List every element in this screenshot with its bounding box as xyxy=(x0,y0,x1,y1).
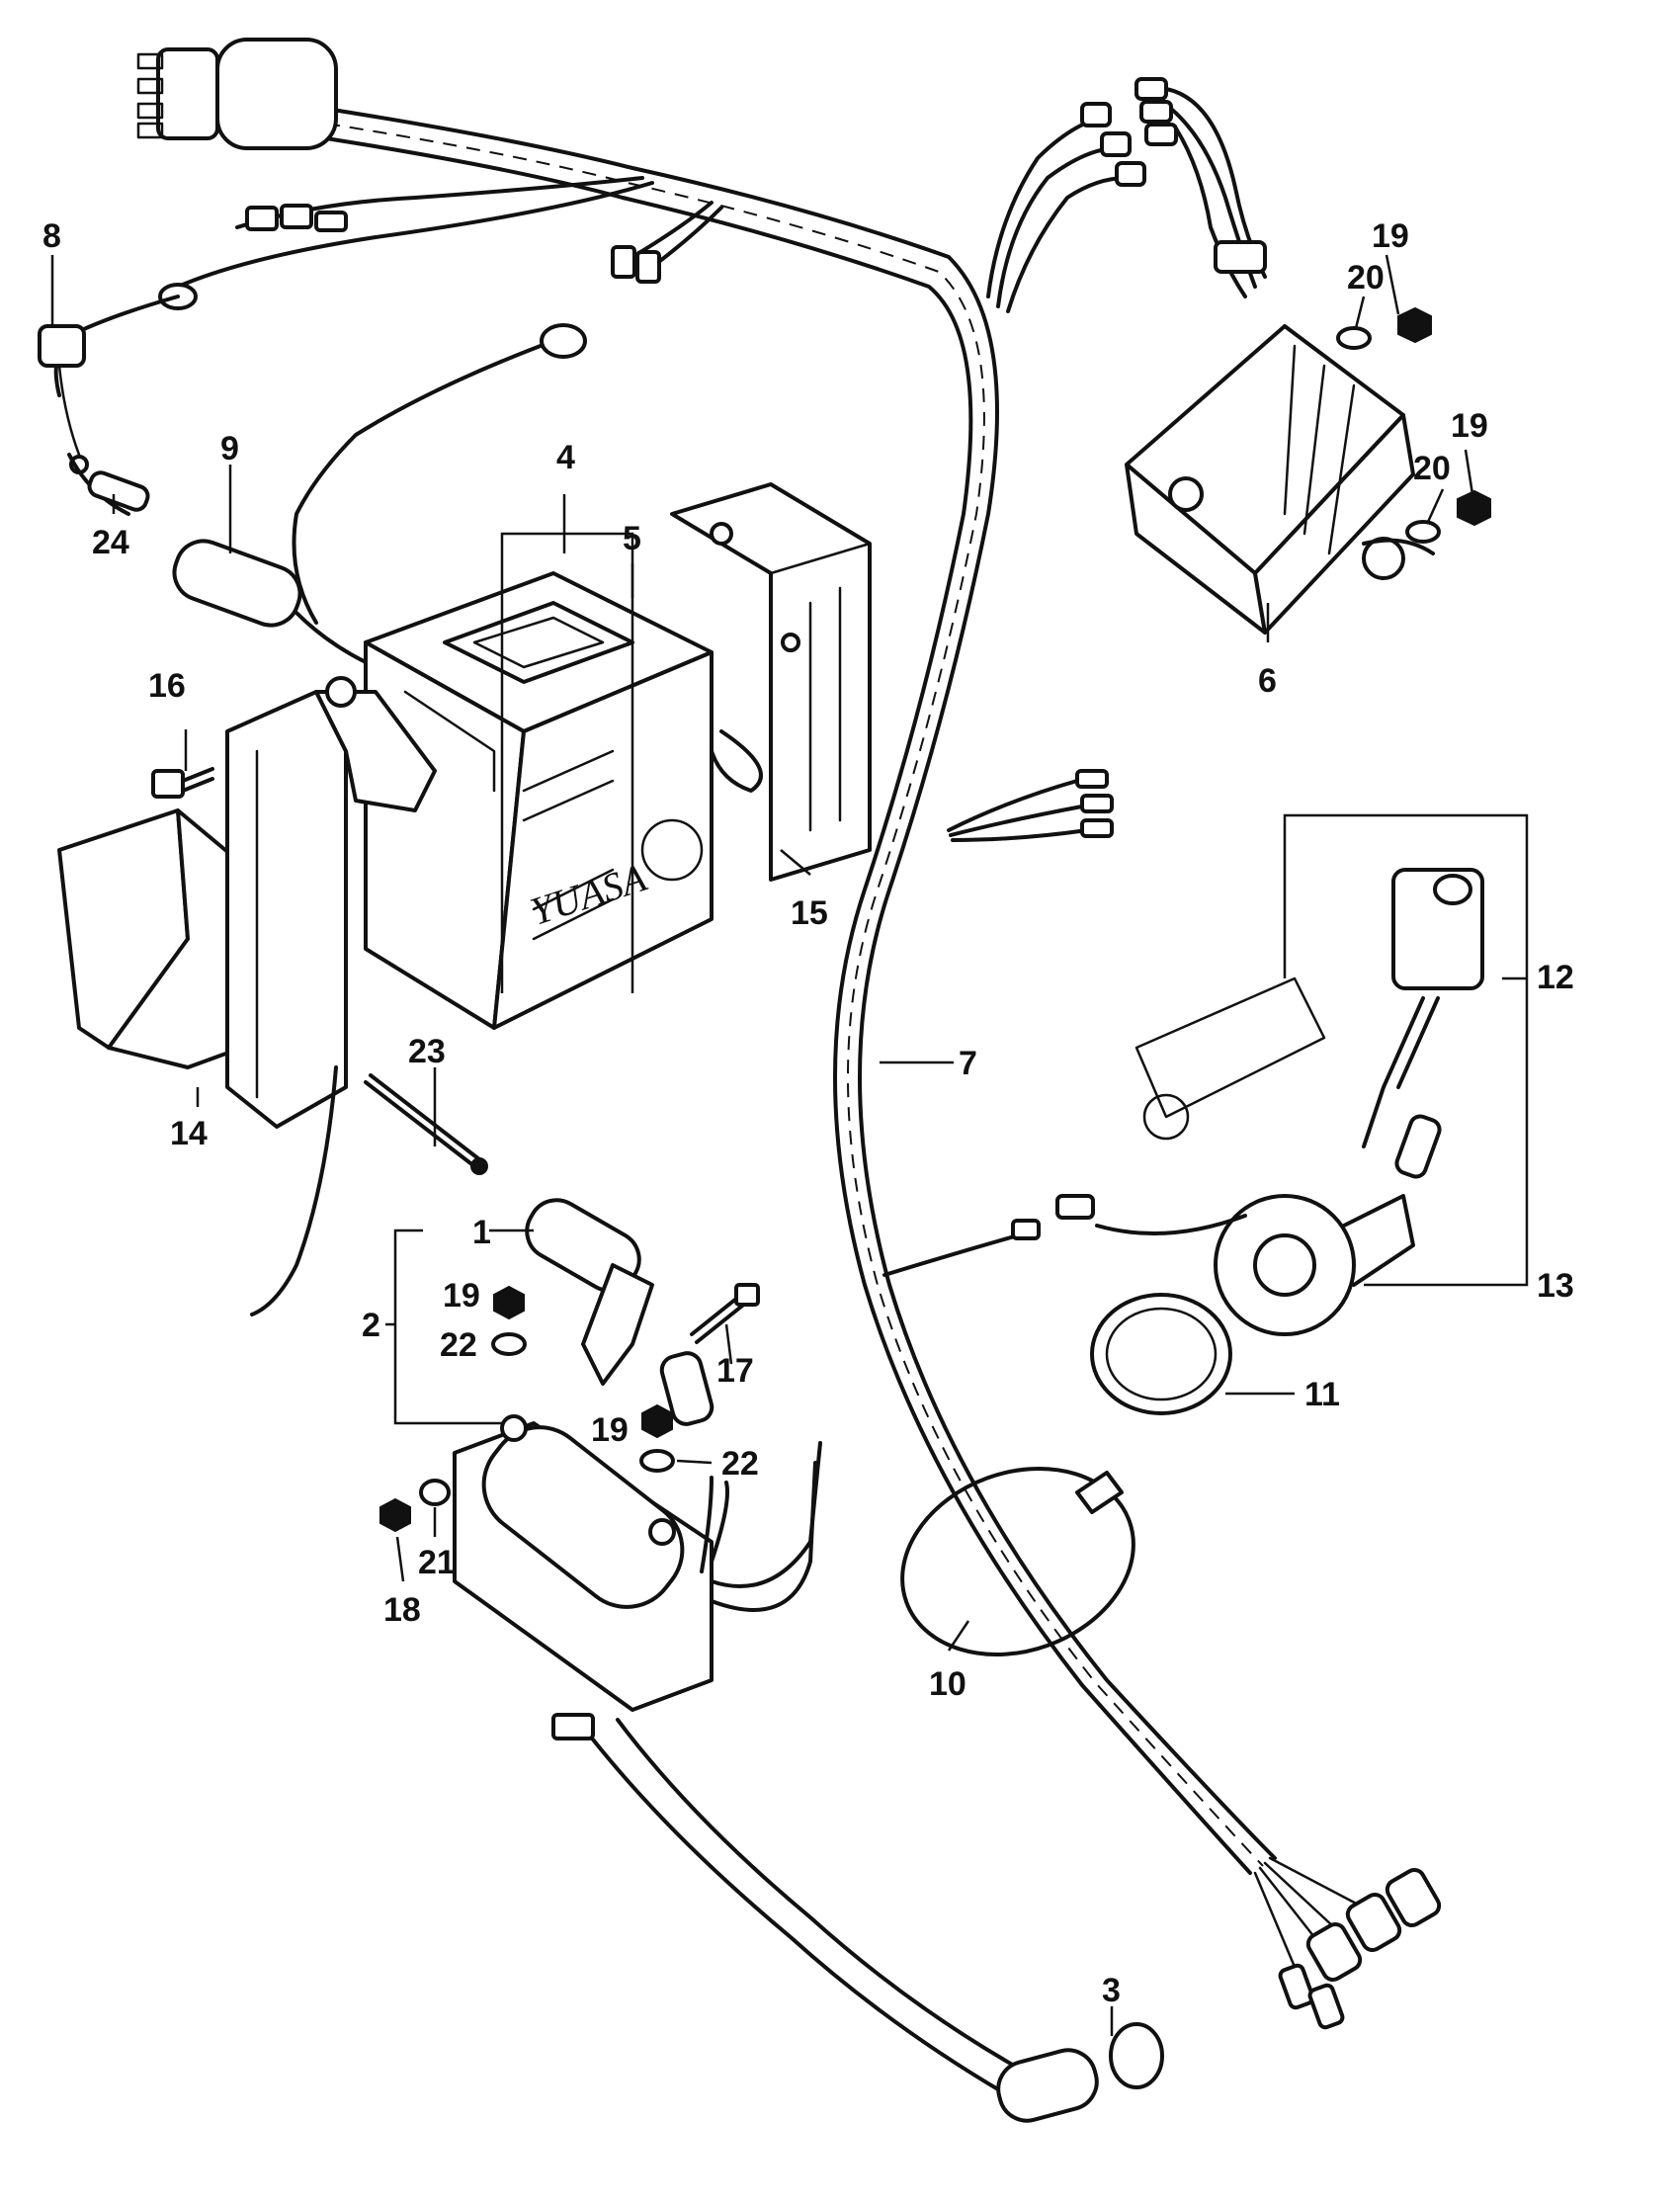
callout-9: 9 xyxy=(220,430,239,467)
battery-case xyxy=(57,676,437,1316)
nut-18 xyxy=(379,1497,411,1533)
bolt-16 xyxy=(151,767,214,799)
callout-14: 14 xyxy=(170,1115,208,1152)
bolt-17 xyxy=(690,1283,760,1344)
callout-21: 21 xyxy=(418,1544,456,1581)
callout-3: 3 xyxy=(1102,1972,1121,2009)
nut-19-coil-b xyxy=(641,1403,673,1439)
callout-labels: 1 2 3 4 5 6 7 8 9 10 11 12 13 14 15 16 1… xyxy=(42,217,1574,2009)
fuse xyxy=(87,470,150,512)
callout-19-reg-upper: 19 xyxy=(1372,217,1409,255)
callout-5: 5 xyxy=(623,520,641,557)
harness-band xyxy=(900,1466,1135,1657)
callout-8: 8 xyxy=(42,217,61,255)
callout-6: 6 xyxy=(1258,662,1277,700)
callout-4: 4 xyxy=(556,439,575,476)
callout-24: 24 xyxy=(92,524,129,561)
nut-19-coil-a xyxy=(493,1285,525,1320)
ignition-coil xyxy=(453,1198,822,1740)
tie-strap-23 xyxy=(364,1073,488,1175)
ignition-switch-assembly xyxy=(1095,868,1484,1336)
washer-21 xyxy=(419,1479,451,1506)
callout-7: 7 xyxy=(959,1045,977,1082)
leader-lines xyxy=(50,254,1529,2036)
switch-cover xyxy=(1090,1293,1232,1415)
battery-bracket xyxy=(670,482,872,882)
callout-17: 17 xyxy=(716,1352,754,1390)
callout-15: 15 xyxy=(791,894,828,932)
condenser xyxy=(172,539,368,664)
callout-22-coil-a: 22 xyxy=(440,1326,477,1364)
nut-19-upper xyxy=(1397,306,1432,344)
callout-19-reg-lower: 19 xyxy=(1451,407,1488,445)
washer-20-upper xyxy=(1336,326,1372,350)
callout-23: 23 xyxy=(408,1033,446,1070)
washer-22-coil-b xyxy=(639,1449,675,1473)
regulator xyxy=(1125,324,1435,635)
main-wire-harness xyxy=(136,38,1442,2030)
callout-10: 10 xyxy=(929,1665,966,1703)
callout-18: 18 xyxy=(383,1591,421,1629)
washer-20-lower xyxy=(1405,520,1441,544)
washer-22-coil-a xyxy=(491,1332,527,1356)
callout-22-coil-b: 22 xyxy=(721,1445,759,1483)
callout-13: 13 xyxy=(1537,1267,1574,1305)
callout-19-coil-a: 19 xyxy=(443,1277,480,1315)
callout-11: 11 xyxy=(1304,1376,1340,1413)
callout-19-coil-b: 19 xyxy=(591,1411,629,1449)
nut-19-lower xyxy=(1457,489,1491,527)
callout-16: 16 xyxy=(148,667,186,705)
callout-12: 12 xyxy=(1537,959,1574,996)
callout-1: 1 xyxy=(472,1214,491,1251)
callout-20-upper: 20 xyxy=(1347,259,1385,297)
callout-2: 2 xyxy=(362,1307,380,1344)
regulator-wire-branch xyxy=(986,77,1267,313)
fuse-holder xyxy=(38,295,180,516)
spark-plug-cap-lead xyxy=(591,1718,1164,2123)
callout-20-lower: 20 xyxy=(1413,450,1451,487)
